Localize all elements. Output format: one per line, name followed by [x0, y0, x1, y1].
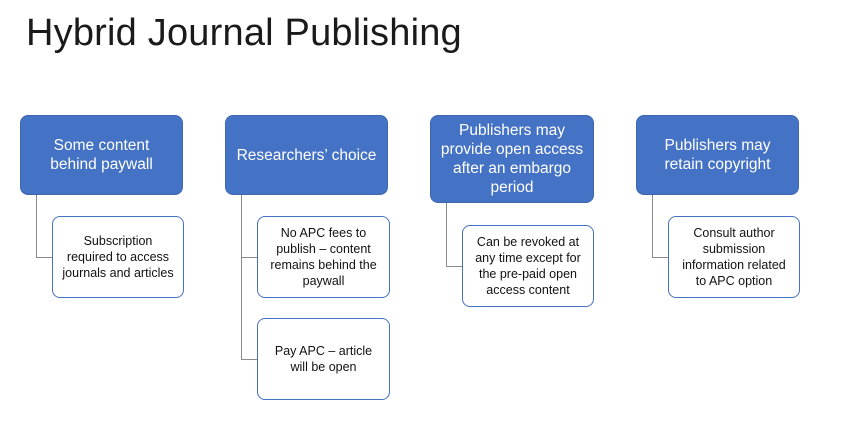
column-4-heading-text: Publishers may retain copyright	[664, 137, 771, 173]
column-3-heading-text: Publishers may provide open access after…	[440, 122, 584, 196]
diagram-title: Hybrid Journal Publishing	[26, 12, 462, 54]
column-2-item-2-text: Pay APC – article will be open	[274, 344, 373, 374]
column-4-item-1: Consult author submission information re…	[668, 216, 800, 298]
column-2-connector-horizontal-1	[241, 257, 257, 258]
column-3-connector-vertical	[446, 203, 447, 266]
column-1-connector-vertical	[36, 195, 37, 257]
column-2-heading-text: Researchers’ choice	[236, 146, 377, 164]
column-3-connector-horizontal	[446, 266, 462, 267]
column-2-heading: Researchers’ choice	[225, 115, 388, 195]
column-2-item-2: Pay APC – article will be open	[257, 318, 390, 400]
column-1-heading: Some content behind paywall	[20, 115, 183, 195]
column-1-connector-horizontal	[36, 257, 52, 258]
column-4-connector-horizontal	[652, 257, 668, 258]
column-4-connector-vertical	[652, 195, 653, 257]
column-2-connector-horizontal-2	[241, 359, 257, 360]
column-2-item-1-text: No APC fees to publish – content remains…	[270, 226, 377, 288]
column-4-heading: Publishers may retain copyright	[636, 115, 799, 195]
column-2-connector-vertical	[241, 195, 242, 359]
column-4-item-1-text: Consult author submission information re…	[682, 226, 786, 288]
column-3-item-1: Can be revoked at any time except for th…	[462, 225, 594, 307]
column-2-item-1: No APC fees to publish – content remains…	[257, 216, 390, 298]
column-1-item-1-text: Subscription required to access journals…	[62, 234, 174, 280]
column-1-item-1: Subscription required to access journals…	[52, 216, 184, 298]
column-3-heading: Publishers may provide open access after…	[430, 115, 594, 203]
column-3-item-1-text: Can be revoked at any time except for th…	[475, 235, 581, 297]
column-1-heading-text: Some content behind paywall	[50, 137, 153, 173]
